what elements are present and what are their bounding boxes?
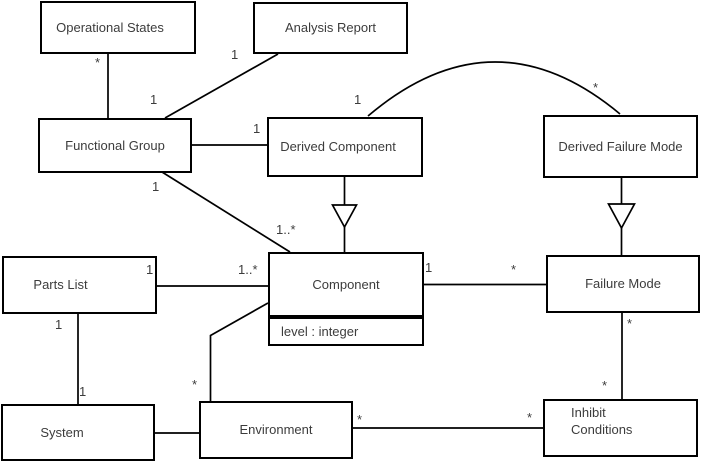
multiplicity-pl-sys-source: 1 [55,317,63,332]
multiplicity-fm-ic-target: * [602,378,608,393]
class-derived-component: Derived Component [267,117,423,177]
multiplicity-fg-comp-source: 1 [152,179,160,194]
class-name-label: Failure Mode [585,276,661,291]
multiplicity-env-ic-target: * [527,410,533,425]
class-name-label: Analysis Report [284,20,377,35]
class-failure-mode: Failure Mode [546,255,700,313]
class-system: System [1,404,155,461]
class-name-label: System [40,424,84,440]
multiplicity-os-fg-source: * [95,55,101,70]
class-name-label: Operational States [56,19,164,35]
class-name-label: Parts List [33,277,88,292]
assoc-analysis-report-functional-group [164,53,279,119]
class-inhibit-conditions: Inhibit Conditions [543,399,698,457]
multiplicity-pl-sys-target: 1 [79,384,87,399]
multiplicity-env-ic-source: * [357,412,363,427]
multiplicity-pl-comp-source: 1 [146,262,154,277]
multiplicity-fm-ic-source: * [627,316,633,331]
class-derived-failure-mode: Derived Failure Mode [543,115,698,178]
class-component-attributes: level : integer [268,317,424,346]
multiplicity-dc-dfm-target: * [593,80,599,95]
class-name-label: Derived Failure Mode [558,138,683,154]
gen-derived-component-component-triangle-icon [331,204,358,229]
class-functional-group: Functional Group [38,118,192,173]
class-analysis-report: Analysis Report [253,2,408,54]
multiplicity-fg-dc-target: 1 [253,121,261,136]
gen-derived-failure-mode-failure-mode-triangle-icon [607,203,636,230]
multiplicity-comp-fm-source: 1 [425,260,433,275]
class-parts-list: Parts List [2,256,157,314]
attribute-label: level : integer [281,323,359,339]
class-name-label: Component [312,276,380,292]
multiplicity-dc-dfm-source: 1 [354,92,362,107]
class-name-label: Derived Component [280,139,396,154]
class-name-label: Environment [239,422,313,437]
multiplicity-fg-comp-target: 1..* [276,222,296,237]
multiplicity-comp-env-target: * [192,377,198,392]
multiplicity-ar-fg-target: 1 [150,92,158,107]
multiplicity-pl-comp-target: 1..* [238,262,258,277]
class-environment: Environment [199,401,353,459]
class-operational-states: Operational States [40,1,196,54]
assoc-derived-component-derived-failure-mode-arc [367,61,621,117]
assoc-component-environment [209,302,269,401]
class-component: Component [268,252,424,317]
assoc-functional-group-component [161,171,291,253]
class-name-label: Functional Group [65,137,165,153]
class-name-label: Inhibit Conditions [571,405,633,437]
multiplicity-comp-fm-target: * [511,262,517,277]
multiplicity-ar-fg-source: 1 [231,47,239,62]
